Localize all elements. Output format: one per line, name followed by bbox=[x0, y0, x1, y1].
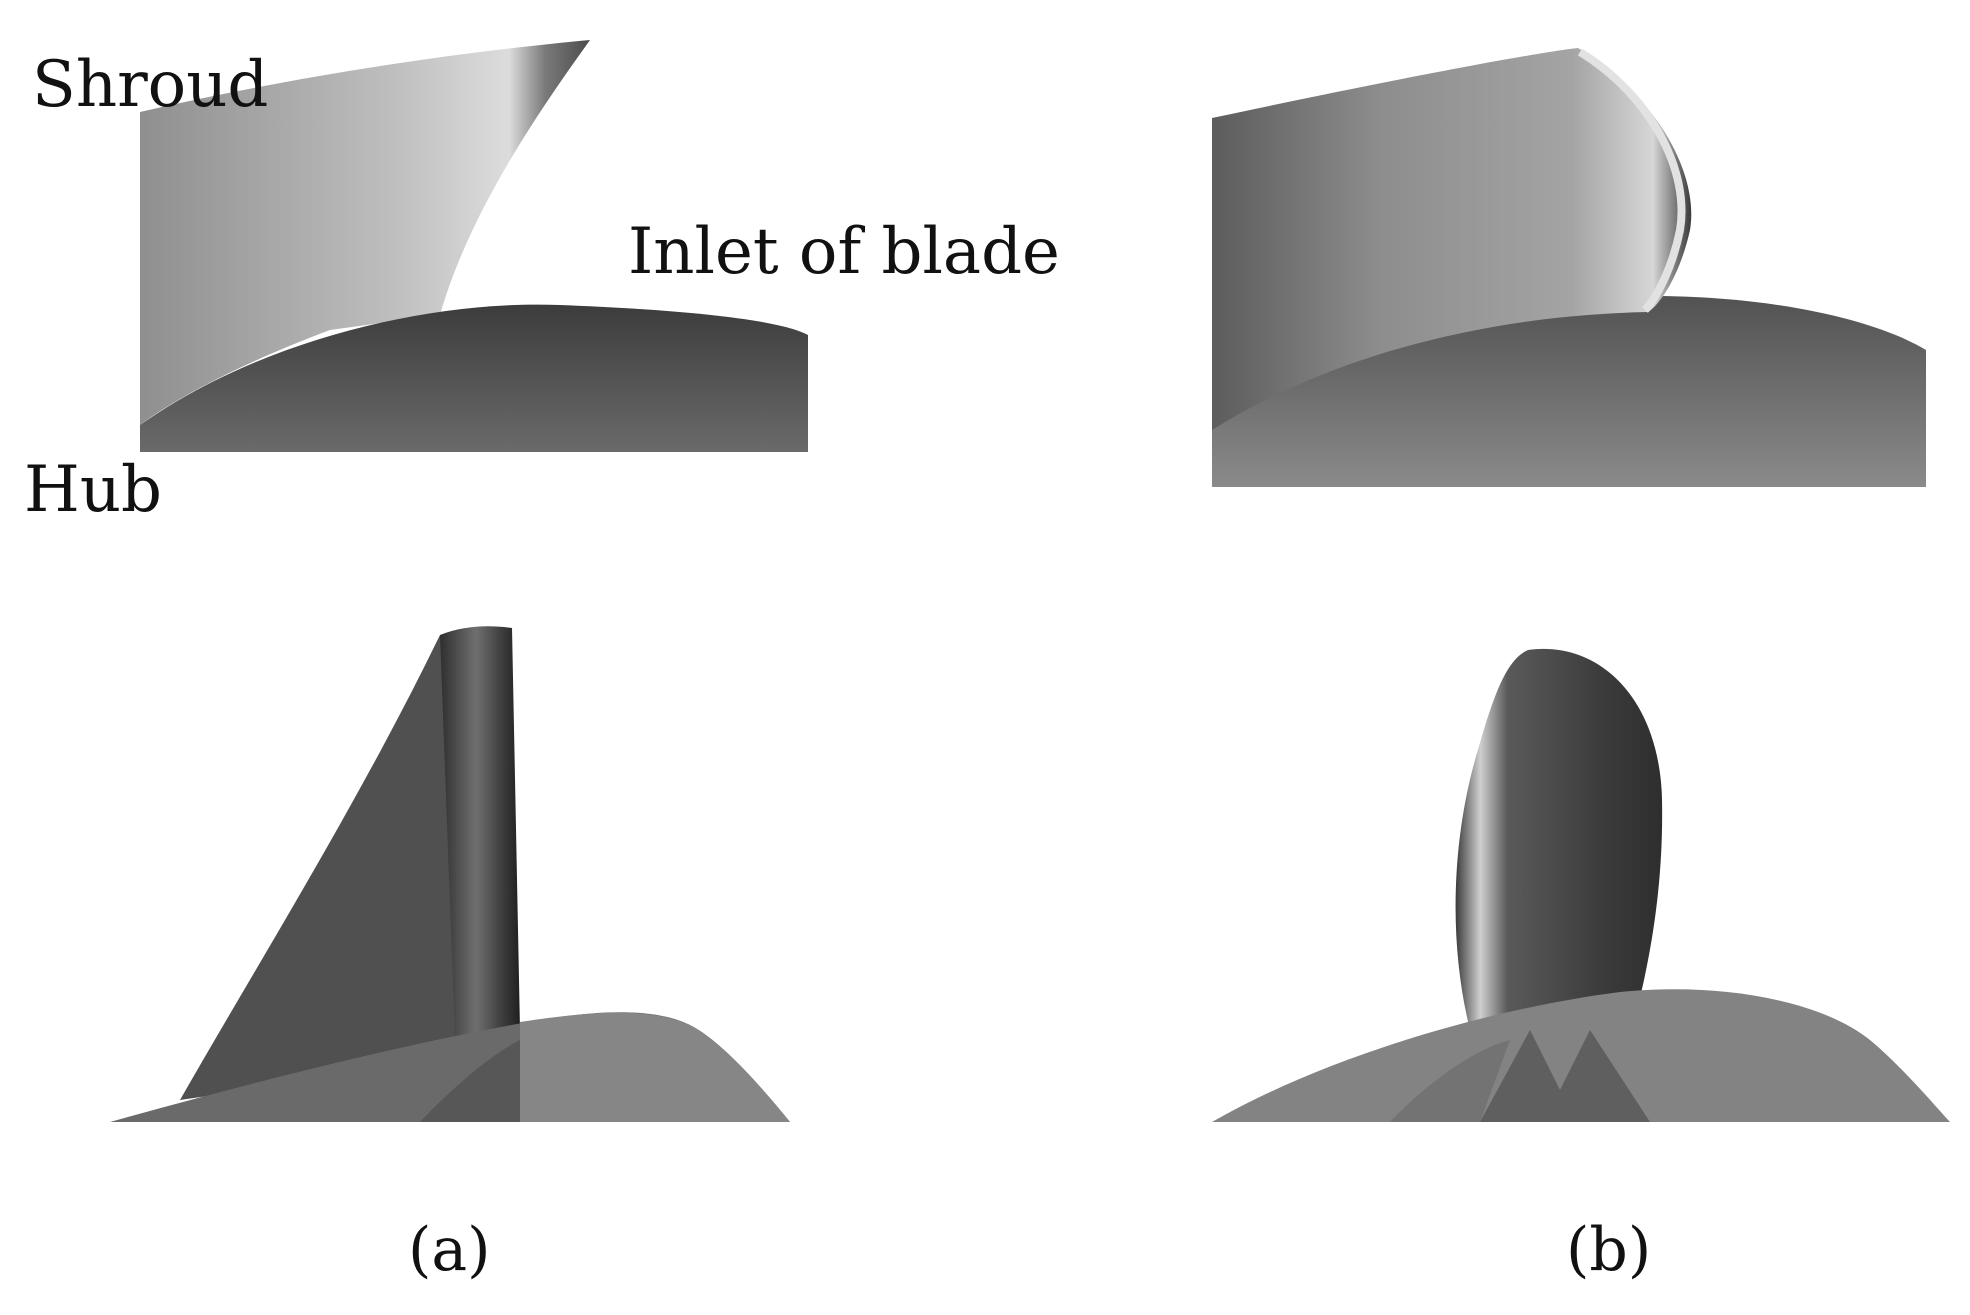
blade-a-surface bbox=[140, 40, 590, 425]
caption-b: (b) bbox=[1566, 1215, 1652, 1285]
blade-b-ellipse bbox=[1455, 648, 1663, 1030]
blade-b-surface bbox=[1212, 48, 1692, 430]
hub-label: Hub bbox=[24, 453, 162, 527]
caption-a: (a) bbox=[408, 1215, 491, 1285]
blade-b-front-view bbox=[1212, 648, 1950, 1122]
hub-a-surface bbox=[140, 304, 808, 452]
blade-b-side-view bbox=[1212, 48, 1926, 487]
inlet-of-blade-label: Inlet of blade bbox=[628, 215, 1060, 289]
blade-a-front-view bbox=[110, 626, 790, 1122]
hub-b-front-shade bbox=[1480, 1030, 1650, 1122]
hub-b-front-mid bbox=[1390, 1040, 1510, 1122]
blade-a-front-face bbox=[180, 632, 470, 1100]
shroud-label: Shroud bbox=[32, 48, 269, 122]
blade-b-edge-highlight bbox=[1577, 48, 1686, 313]
hub-a-front-shade bbox=[420, 1040, 520, 1122]
blade-a-leading-strip bbox=[440, 626, 520, 1040]
hub-a-front-light bbox=[520, 1012, 790, 1122]
blade-a-side-view bbox=[140, 40, 808, 452]
